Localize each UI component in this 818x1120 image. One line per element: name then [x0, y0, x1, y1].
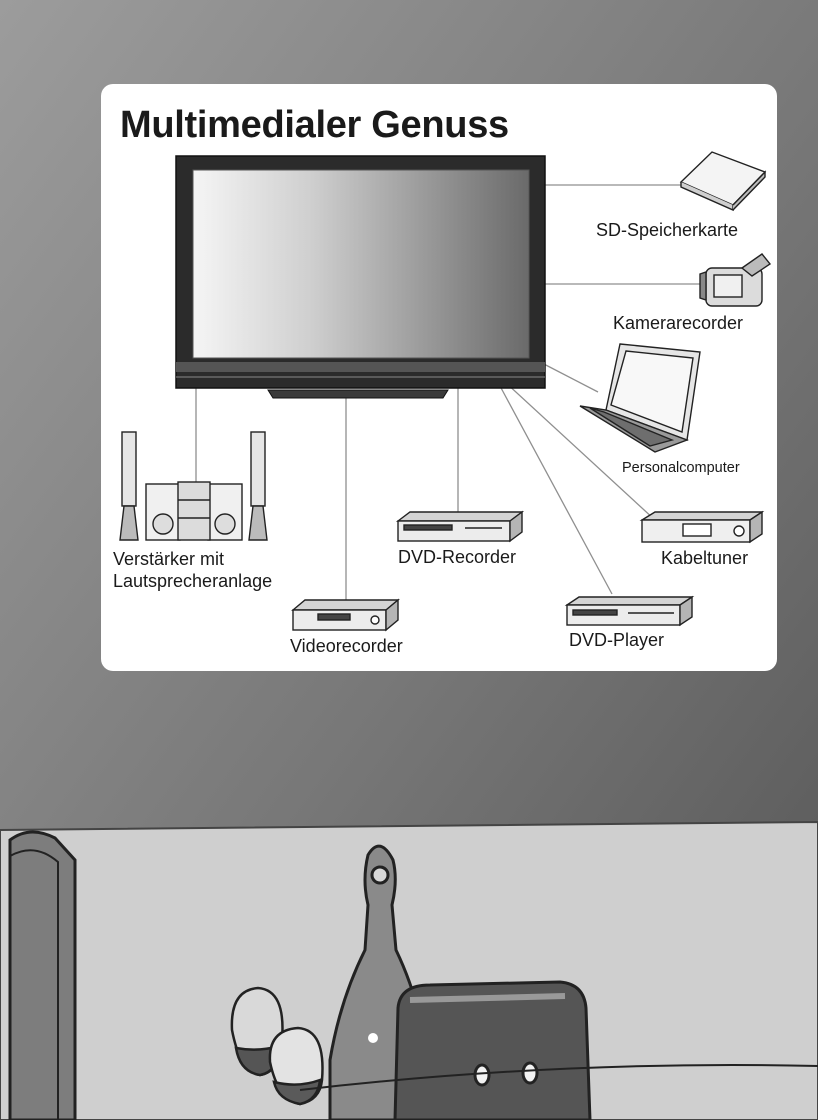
video-recorder-icon	[291, 598, 400, 632]
label-camcorder: Kamerarecorder	[613, 313, 744, 333]
label-cable-tuner: Kabeltuner	[661, 548, 749, 568]
line-dvd-player	[499, 385, 613, 595]
label-video-recorder: Videorecorder	[290, 636, 403, 656]
table-edge	[299, 1064, 818, 1091]
label-dvd-player: DVD-Player	[569, 630, 665, 650]
amplifier-icon	[119, 431, 268, 541]
label-sd-card: SD-Speicherkarte	[596, 220, 739, 240]
label-dvd-recorder: DVD-Recorder	[398, 547, 517, 567]
label-pc: Personalcomputer	[622, 460, 740, 476]
right-speaker-illustration	[393, 980, 592, 1120]
dvd-recorder-icon	[395, 510, 525, 543]
connection-lines	[195, 184, 702, 600]
dvd-player-icon	[564, 595, 695, 627]
line-pc	[539, 361, 599, 393]
camcorder-icon	[699, 253, 772, 307]
glasses-illustration	[230, 986, 324, 1106]
page-title: Multimedialer Genuss	[120, 104, 509, 146]
sd-card-icon	[679, 151, 767, 212]
label-amplifier-line2: Lautsprecheranlage	[113, 571, 273, 591]
label-amplifier-line1: Verstärker mit	[113, 549, 225, 569]
laptop-icon	[579, 343, 701, 453]
left-speaker-illustration	[8, 830, 77, 1120]
tv-icon	[175, 155, 546, 399]
cable-tuner-icon	[639, 510, 765, 544]
line-cable-tuner	[504, 381, 656, 521]
floor	[0, 820, 818, 1120]
